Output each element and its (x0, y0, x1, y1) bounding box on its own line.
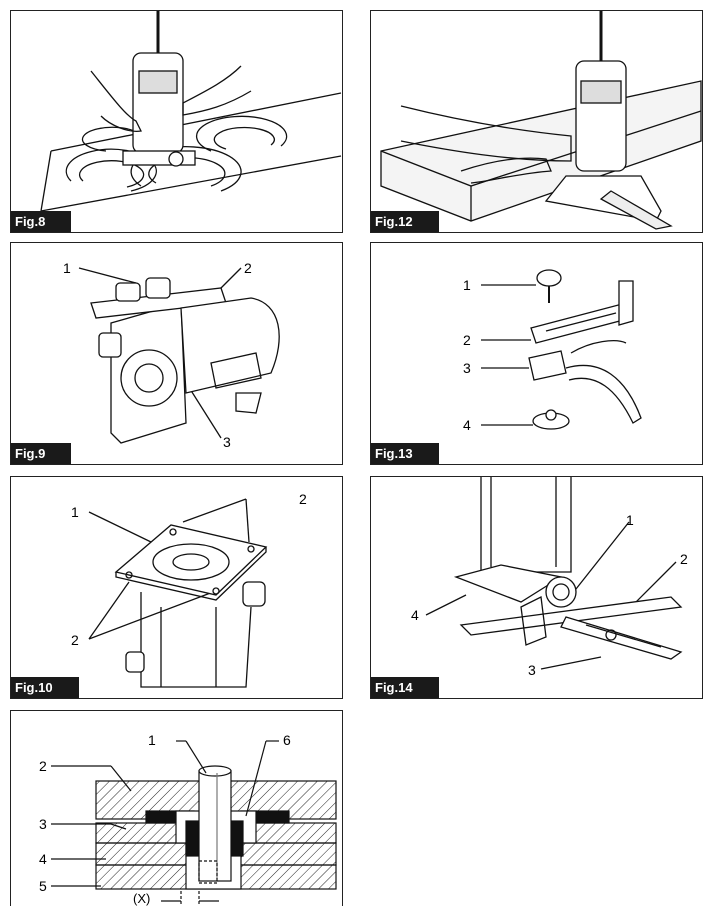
fig13-callout-3: 3 (463, 360, 471, 376)
figure-9-label: Fig.9 (11, 443, 72, 464)
fig14-callout-4: 4 (411, 607, 419, 623)
figure-13-label: Fig.13 (371, 443, 439, 464)
fig13-callout-1: 1 (463, 277, 471, 293)
fig15-callout-4: 4 (39, 851, 47, 867)
fig10-callout-1: 1 (71, 504, 79, 520)
figure-14-panel: 1 2 3 4 Fig.14 (370, 476, 703, 699)
fig15-callout-5: 5 (39, 878, 47, 894)
fig15-dimension-x: (X) (133, 891, 151, 906)
fig13-callout-2: 2 (463, 332, 471, 348)
fig9-callout-2: 2 (244, 260, 252, 276)
figure-15-drawing (51, 740, 337, 906)
figure-12-drawing (380, 11, 702, 230)
figure-14-drawing (425, 477, 683, 670)
figure-9-drawing (78, 267, 280, 444)
figure-8-panel: Fig.8 (10, 10, 343, 233)
fig15-callout-6: 6 (283, 732, 291, 748)
figure-10-label: Fig.10 (11, 677, 79, 698)
figure-14-label: Fig.14 (371, 677, 439, 698)
fig9-callout-3: 3 (223, 434, 231, 450)
figure-9-panel: 1 2 3 Fig.9 (10, 242, 343, 465)
fig9-callout-1: 1 (63, 260, 71, 276)
figure-8-drawing (40, 11, 342, 212)
fig14-callout-2: 2 (680, 551, 688, 567)
fig10-callout-2-bottom: 2 (71, 632, 79, 648)
figure-10-panel: 1 2 2 Fig.10 (10, 476, 343, 699)
figure-12-label: Fig.12 (371, 211, 439, 232)
figure-13-drawing (481, 269, 642, 430)
fig10-callout-2-top: 2 (299, 491, 307, 507)
fig15-callout-2: 2 (39, 758, 47, 774)
fig14-callout-3: 3 (528, 662, 536, 678)
figure-12-panel: Fig.12 (370, 10, 703, 233)
fig15-callout-1: 1 (148, 732, 156, 748)
figure-8-label: Fig.8 (11, 211, 72, 232)
fig14-callout-1: 1 (626, 512, 634, 528)
fig13-callout-4: 4 (463, 417, 471, 433)
figure-15-panel: 1 2 3 4 5 6 (X) (10, 710, 343, 906)
figure-13-panel: 1 2 3 4 Fig.13 (370, 242, 703, 465)
figure-10-drawing (88, 498, 268, 688)
fig15-callout-3: 3 (39, 816, 47, 832)
